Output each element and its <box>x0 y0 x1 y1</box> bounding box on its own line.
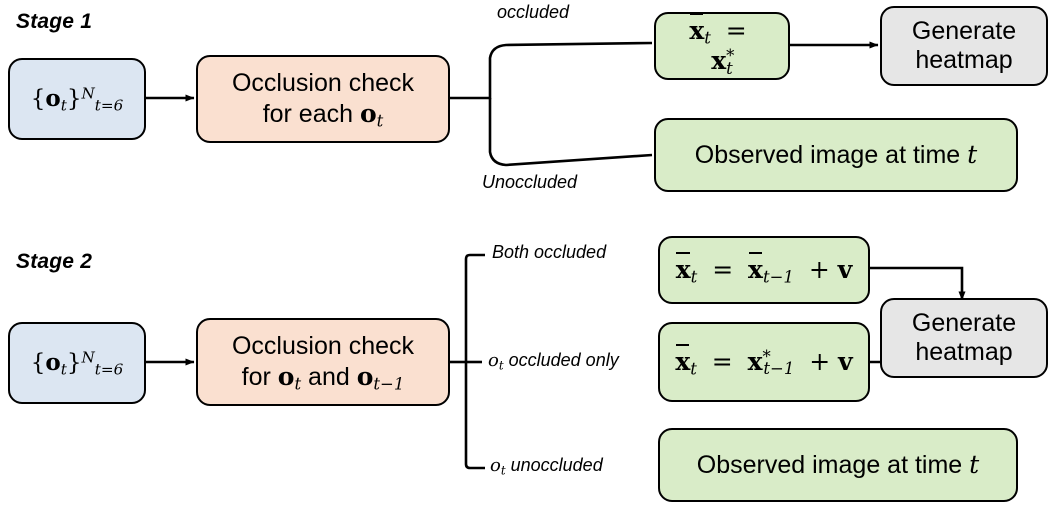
stage-2-branch-label-ot-unoccluded: ot unoccluded <box>490 455 603 478</box>
stage-2-title: Stage 2 <box>16 250 93 273</box>
stage-2-process-box: Occlusion check for ot and ot−1 <box>196 318 450 406</box>
stage-2-branch-label-both-occluded: Both occluded <box>492 242 607 262</box>
stage-1-title: Stage 1 <box>16 10 93 33</box>
stage-1-unoccluded-box: Observed image at time t <box>654 118 1018 192</box>
stage-1-branch-label-occluded: occluded <box>497 2 570 22</box>
stage-2-unoccluded-box: Observed image at time t <box>658 428 1018 502</box>
stage-2-output-line2: heatmap <box>915 338 1013 366</box>
stage-1-branch-label-unoccluded: Unoccluded <box>482 172 578 192</box>
arrow-s2-both-occluded-to-heatmap <box>870 266 966 301</box>
stage-2-output-label: Generate heatmap <box>912 309 1016 368</box>
stage-1-output-box: Generate heatmap <box>880 6 1048 86</box>
stage-1-output-line2: heatmap <box>915 46 1013 74</box>
stage-2-ot-occluded-formula-box: xt = x*t−1 + v <box>658 322 870 402</box>
stage-1-occluded-formula-box: xt = x*t <box>654 12 790 80</box>
stage-1-input-box: {ot}Nt=6 <box>8 58 146 140</box>
stage-2-output-box: Generate heatmap <box>880 298 1048 378</box>
stage-1-unoccluded-label: Observed image at time t <box>694 139 978 169</box>
stage-2-ot-occluded-formula: xt = x*t−1 + v <box>675 344 853 378</box>
stage-1-output-label: Generate heatmap <box>912 17 1016 76</box>
stage-1-process-box: Occlusion check for each ot <box>196 55 450 143</box>
wire-s1-branch-split <box>478 41 653 100</box>
wire-s2-branch-bracket-lower <box>464 362 485 470</box>
stage-2-process-label: Occlusion check for ot and ot−1 <box>231 332 415 394</box>
stage-2-both-occluded-formula-box: xt = xt−1 + v <box>658 236 870 304</box>
stage-2-input-box: {ot}Nt=6 <box>8 322 146 404</box>
stage-1-occluded-formula: xt = x*t <box>675 13 769 77</box>
stage-1-output-line1: Generate <box>911 16 1017 45</box>
stage-2-input-label: {ot}Nt=6 <box>30 348 124 379</box>
stage-2-unoccluded-label: Observed image at time t <box>696 449 980 479</box>
stage-2-both-occluded-formula: xt = xt−1 + v <box>676 252 852 286</box>
wire-s1-branch-split-lower <box>488 98 653 167</box>
stage-2-branch-label-ot-occluded: ot occluded only <box>488 350 619 373</box>
stage-2-process-line1: Occlusion check <box>231 332 415 360</box>
stage-1-process-line1: Occlusion check <box>231 69 415 97</box>
stage-2-output-line1: Generate <box>911 308 1017 337</box>
wire-s2-branch-bracket <box>464 253 485 362</box>
stage-1-input-label: {ot}Nt=6 <box>30 84 124 115</box>
stage-1-process-label: Occlusion check for each ot <box>231 69 415 131</box>
